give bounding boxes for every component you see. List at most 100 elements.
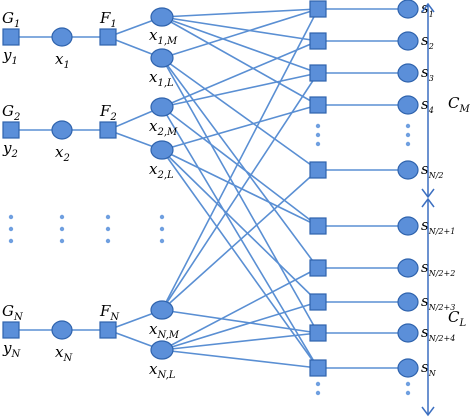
ellipsis-dot	[59, 214, 65, 220]
ellipsis-dot	[405, 390, 411, 396]
ellipsis-dot	[105, 238, 111, 244]
g-factor-node	[2, 321, 20, 339]
f-label-base: F	[99, 102, 111, 120]
ellipsis-dot	[8, 238, 14, 244]
g-label-base: G	[2, 9, 14, 27]
s-label-sub: 1	[429, 10, 434, 19]
ellipsis-dot	[105, 214, 111, 220]
edge-cross	[161, 72, 319, 311]
ellipsis-dot	[59, 226, 65, 232]
xl-label-sub: N,L	[156, 370, 175, 381]
s-variable-node	[397, 95, 419, 115]
s-label: sN/2+1	[421, 216, 455, 236]
s-variable-node	[397, 63, 419, 83]
check-factor-node	[309, 259, 327, 277]
y-label: y1	[2, 46, 18, 67]
s-label-sub: 3	[429, 74, 434, 83]
s-label: sN/2+2	[421, 258, 455, 278]
xm-label-sub: 2,M	[156, 127, 178, 138]
ellipsis-dot	[315, 390, 321, 396]
check-factor-node	[309, 32, 327, 50]
ellipsis-dot	[8, 226, 14, 232]
edge-cross	[161, 106, 319, 369]
s-variable-node	[397, 0, 419, 19]
edge-cross	[161, 149, 319, 227]
f-factor-node	[99, 121, 117, 139]
s-label-base: s	[421, 292, 429, 310]
g-label: GN	[2, 302, 24, 323]
ellipsis-dot	[405, 123, 411, 129]
edge-cross	[161, 106, 319, 227]
check-factor-node	[309, 64, 327, 82]
xl-label-base: x	[149, 68, 158, 86]
s-variable-node	[397, 258, 419, 278]
edge-cross	[161, 8, 319, 59]
xm-variable-node	[150, 7, 174, 27]
edge-cross	[161, 301, 319, 351]
s-label-base: s	[421, 31, 429, 49]
cm-arrow-down	[421, 188, 435, 199]
s-variable-node	[397, 31, 419, 51]
ellipsis-dot	[159, 214, 165, 220]
s-variable-node	[397, 292, 419, 312]
y-label-sub: 2	[10, 149, 17, 160]
xm-variable-node	[150, 97, 174, 117]
ellipsis-dot	[159, 226, 165, 232]
xl-label-base: x	[149, 160, 158, 178]
cm-label-sub: M	[458, 104, 470, 115]
g-label-sub: N	[13, 312, 24, 323]
y-label-base: y	[2, 339, 12, 357]
x-label: x1	[55, 50, 70, 71]
edge-cross	[161, 16, 319, 42]
xm-label-sub: 1,M	[157, 36, 178, 47]
ellipsis-dots	[8, 123, 411, 396]
cl-label-base: C	[448, 308, 460, 326]
ellipsis-dot	[405, 132, 411, 138]
g-label-sub: 2	[13, 112, 20, 123]
s-label: s3	[421, 63, 434, 83]
edge-cross	[161, 8, 319, 311]
x-label-sub: N	[62, 353, 73, 364]
edge-cross	[161, 332, 319, 351]
s-label-base: s	[421, 63, 429, 81]
xm-label-base: x	[149, 26, 158, 44]
s-label-sub: N/2+4	[428, 334, 456, 343]
s-variable-node	[397, 160, 419, 180]
xl-label: x2,L	[149, 160, 174, 181]
edge-cross	[161, 309, 319, 334]
s-label-base: s	[421, 323, 429, 341]
edge-cross	[161, 149, 319, 303]
xl-label-sub: 1,L	[157, 78, 174, 89]
nodes	[2, 0, 419, 378]
s-label: sN/2	[421, 160, 444, 180]
cl-label: CL	[448, 308, 466, 329]
s-variable-node	[397, 323, 419, 343]
cm-label: CM	[448, 94, 470, 115]
ellipsis-dot	[405, 141, 411, 147]
s-label-sub: N/2	[428, 171, 444, 180]
xm-label: x2,M	[149, 117, 178, 138]
check-factor-node	[309, 217, 327, 235]
x-variable-node	[51, 27, 73, 47]
s-label-sub: N/2+1	[428, 227, 456, 236]
g-label-base: G	[2, 102, 14, 120]
xl-label: xN,L	[149, 360, 176, 381]
s-label-base: s	[421, 160, 429, 178]
ellipsis-dot	[315, 132, 321, 138]
s-label: s2	[421, 31, 434, 51]
check-factor-node	[309, 324, 327, 342]
x-label-base: x	[55, 343, 64, 361]
edge-cross	[161, 104, 319, 151]
s-label: sN/2+3	[421, 292, 455, 312]
x-label-sub: 1	[63, 60, 69, 71]
s-label-sub: N/2+3	[428, 303, 456, 312]
edge-cross	[161, 57, 319, 171]
s-label: s4	[421, 95, 434, 115]
xl-variable-node	[150, 48, 174, 68]
ellipsis-dot	[315, 123, 321, 129]
f-factor-node	[99, 28, 117, 46]
cl-arrow-down	[421, 406, 435, 417]
check-factor-node	[309, 96, 327, 114]
s-label-base: s	[421, 258, 429, 276]
